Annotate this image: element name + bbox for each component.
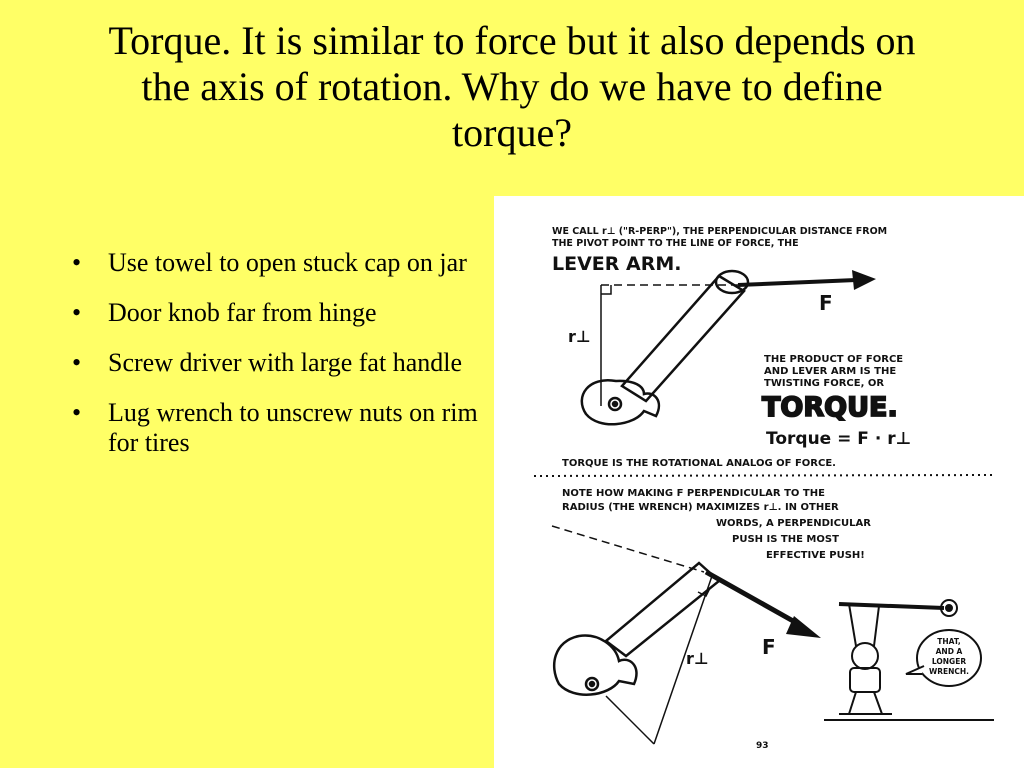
note-line4: PUSH IS THE MOST	[732, 534, 839, 545]
bottom-wrench-icon	[551, 525, 721, 745]
bullet-text: Door knob far from hinge	[108, 298, 377, 327]
speech-line4: WRENCH.	[929, 667, 969, 676]
bullet-item: • Screw driver with large fat handle	[62, 348, 487, 378]
note-line5: EFFECTIVE PUSH!	[766, 550, 865, 561]
bullet-text: Lug wrench to unscrew nuts on rim for ti…	[108, 398, 478, 457]
bullet-item: • Door knob far from hinge	[62, 298, 487, 328]
page-number: 93	[756, 741, 769, 751]
rperp-label-bottom: r⊥	[686, 649, 709, 668]
lever-arm-label: LEVER ARM.	[552, 253, 681, 275]
bullet-dot: •	[72, 398, 82, 427]
bullet-dot: •	[72, 248, 82, 277]
cartoon-man-icon	[838, 599, 958, 715]
bullet-dot: •	[72, 348, 82, 377]
force-arrow-bottom	[704, 569, 821, 638]
bullet-list: • Use towel to open stuck cap on jar • Doo…	[62, 248, 487, 478]
speech-line1: THAT,	[937, 637, 961, 646]
rperp-label-top: r⊥	[568, 327, 591, 346]
force-label-bottom: F	[762, 635, 776, 659]
product-line2: AND LEVER ARM IS THE	[764, 366, 896, 377]
bullet-text: Screw driver with large fat handle	[108, 348, 462, 377]
top-caption-line2: THE PIVOT POINT TO THE LINE OF FORCE, TH…	[552, 238, 799, 249]
note-line2: RADIUS (THE WRENCH) MAXIMIZES r⊥. IN OTH…	[562, 502, 839, 513]
force-label-top: F	[819, 291, 833, 315]
speech-bubble: THAT, AND A LONGER WRENCH.	[905, 629, 982, 687]
speech-line3: LONGER	[932, 657, 966, 666]
bullet-dot: •	[72, 298, 82, 327]
speech-line2: AND A	[936, 647, 963, 656]
torque-equation: Torque = F · r⊥	[766, 429, 911, 449]
product-line3: TWISTING FORCE, OR	[764, 378, 884, 389]
bullet-text: Use towel to open stuck cap on jar	[108, 248, 467, 277]
section-divider	[533, 474, 995, 477]
torque-illustration: WE CALL r⊥ ("R-PERP"), THE PERPENDICULAR…	[494, 196, 1024, 768]
top-wrench-icon	[580, 269, 750, 426]
bullet-item: • Use towel to open stuck cap on jar	[62, 248, 487, 278]
analog-caption: TORQUE IS THE ROTATIONAL ANALOG OF FORCE…	[562, 458, 836, 469]
note-line1: NOTE HOW MAKING F PERPENDICULAR TO THE	[562, 488, 825, 499]
torque-word: TORQUE.	[762, 392, 898, 423]
note-line3: WORDS, A PERPENDICULAR	[716, 518, 871, 529]
torque-diagram-svg: WE CALL r⊥ ("R-PERP"), THE PERPENDICULAR…	[533, 226, 995, 751]
product-line1: THE PRODUCT OF FORCE	[764, 354, 903, 365]
force-arrow-top	[737, 270, 876, 290]
bullet-item: • Lug wrench to unscrew nuts on rim for t…	[62, 398, 487, 458]
top-caption-line1: WE CALL r⊥ ("R-PERP"), THE PERPENDICULAR…	[552, 226, 887, 237]
slide-title: Torque. It is similar to force but it al…	[108, 18, 916, 155]
